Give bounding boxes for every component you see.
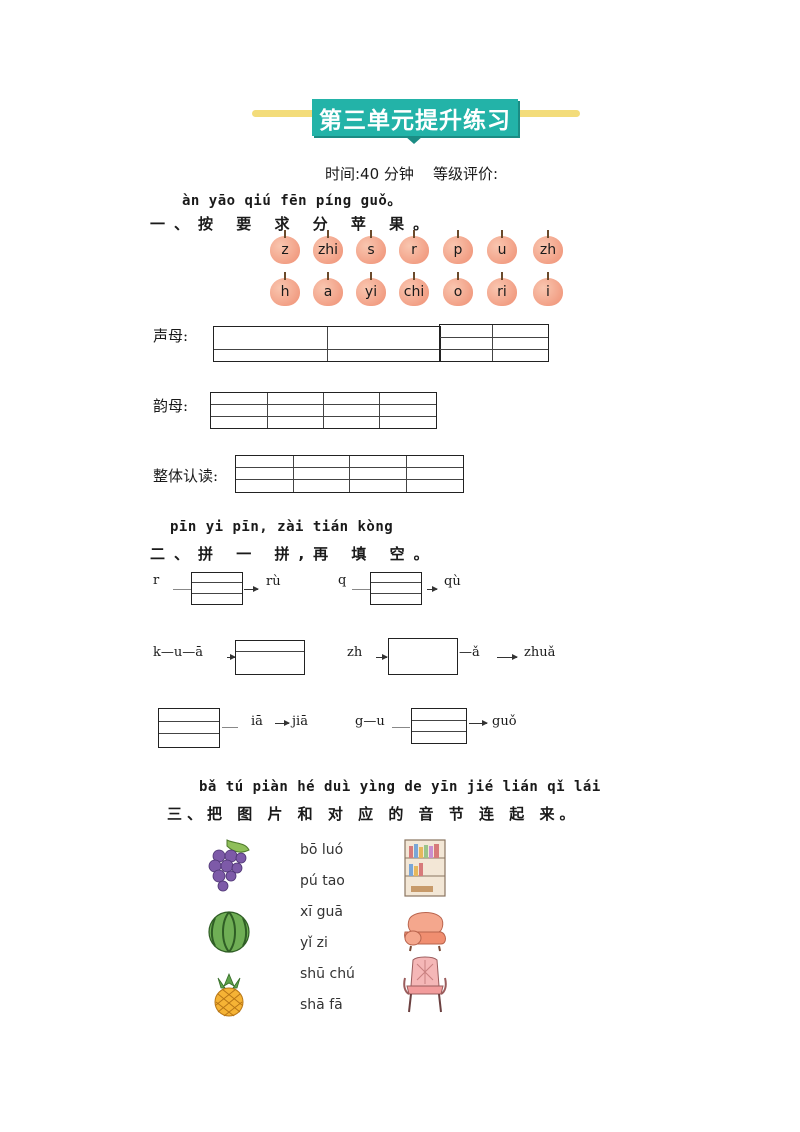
word-item[interactable]: xī guā bbox=[300, 904, 343, 920]
bookshelf-icon[interactable] bbox=[403, 838, 447, 898]
arrow bbox=[275, 720, 290, 726]
text-guo: guǒ bbox=[492, 714, 517, 729]
arrow bbox=[376, 654, 388, 660]
word-item[interactable]: shū chú bbox=[300, 966, 355, 982]
text-zh-tail: —ǎ bbox=[459, 645, 480, 660]
apple[interactable]: zh bbox=[533, 230, 563, 264]
fill-box-kua[interactable] bbox=[235, 640, 305, 675]
apple[interactable]: o bbox=[443, 272, 473, 306]
banner-line-right bbox=[514, 110, 580, 117]
text-ia: iā bbox=[251, 714, 263, 729]
zhengti-grid[interactable] bbox=[235, 455, 464, 493]
section2-pinyin: pīn yi pīn, zài tián kòng bbox=[170, 519, 394, 535]
text-r: r bbox=[153, 573, 160, 588]
dash bbox=[352, 589, 370, 590]
apple[interactable]: z bbox=[270, 230, 300, 264]
grape-icon[interactable] bbox=[205, 838, 253, 896]
text-jia: jiā bbox=[292, 714, 308, 729]
text-qu: qù bbox=[444, 574, 461, 589]
apple[interactable]: s bbox=[356, 230, 386, 264]
word-item[interactable]: yǐ zi bbox=[300, 935, 328, 951]
apple[interactable]: i bbox=[533, 272, 563, 306]
page-title: 第三单元提升练习 bbox=[312, 99, 518, 136]
word-item[interactable]: shā fā bbox=[300, 997, 343, 1013]
watermelon-icon[interactable] bbox=[207, 910, 251, 954]
fill-box-qu[interactable] bbox=[370, 572, 422, 605]
apple[interactable]: a bbox=[313, 272, 343, 306]
arrow bbox=[497, 654, 518, 660]
section3-pinyin: bǎ tú piàn hé duì yìng de yīn jié lián q… bbox=[199, 779, 601, 795]
section1-pinyin: àn yāo qiú fēn píng guǒ。 bbox=[182, 193, 402, 209]
label-zhengti: 整体认读: bbox=[153, 467, 219, 485]
section1-heading: 一、按 要 求 分 苹 果。 bbox=[150, 215, 438, 233]
arrow bbox=[244, 586, 259, 592]
apple[interactable]: r bbox=[399, 230, 429, 264]
fill-box-zhua[interactable] bbox=[388, 638, 458, 675]
shengmu-grid-b[interactable] bbox=[439, 324, 549, 362]
label-yunmu: 韵母: bbox=[153, 397, 189, 415]
dash bbox=[173, 589, 191, 590]
label-shengmu: 声母: bbox=[153, 327, 189, 345]
dash bbox=[392, 727, 410, 728]
text-q: q bbox=[338, 573, 347, 588]
apple[interactable]: ri bbox=[487, 272, 517, 306]
text-zh: zh bbox=[347, 645, 363, 660]
text-zhua: zhuǎ bbox=[524, 645, 556, 660]
apple[interactable]: zhi bbox=[313, 230, 343, 264]
text-ru: rù bbox=[266, 574, 281, 589]
apple[interactable]: p bbox=[443, 230, 473, 264]
arrow bbox=[227, 654, 236, 660]
grade-label: 等级评价: bbox=[433, 165, 499, 183]
arrow bbox=[427, 586, 438, 592]
chair-icon[interactable] bbox=[403, 956, 447, 1014]
apple[interactable]: u bbox=[487, 230, 517, 264]
banner-line-left bbox=[252, 110, 316, 117]
word-item[interactable]: bō luó bbox=[300, 842, 344, 858]
pineapple-icon[interactable] bbox=[208, 972, 250, 1018]
shengmu-grid-a[interactable] bbox=[213, 326, 441, 362]
text-gu: g—u bbox=[355, 714, 385, 729]
fill-box-guo[interactable] bbox=[411, 708, 467, 744]
banner-tail bbox=[405, 136, 423, 144]
text-kua: k—u—ā bbox=[153, 645, 204, 660]
sofa-icon[interactable] bbox=[401, 910, 449, 952]
fill-box-ru[interactable] bbox=[191, 572, 243, 605]
dash bbox=[222, 727, 238, 728]
section3-heading: 三、把 图 片 和 对 应 的 音 节 连 起 来。 bbox=[167, 805, 580, 823]
section2-heading: 二、拼 一 拼,再 填 空。 bbox=[150, 545, 438, 563]
apple[interactable]: yi bbox=[356, 272, 386, 306]
apple[interactable]: h bbox=[270, 272, 300, 306]
fill-box-jia[interactable] bbox=[158, 708, 220, 748]
time-limit: 时间:40 分钟 bbox=[325, 165, 414, 183]
yunmu-grid[interactable] bbox=[210, 392, 437, 429]
apple[interactable]: chi bbox=[399, 272, 429, 306]
arrow bbox=[469, 720, 488, 726]
word-item[interactable]: pú tao bbox=[300, 873, 345, 889]
